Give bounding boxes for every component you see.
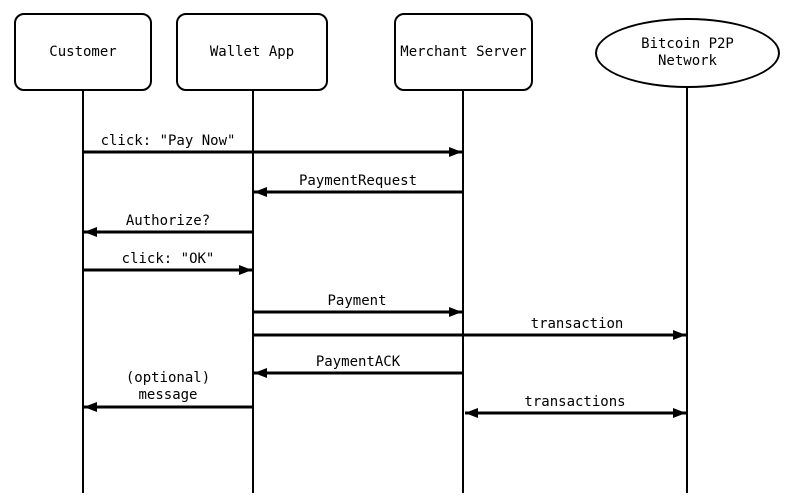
actor-bitcoin-network-label: Bitcoin P2P Network bbox=[641, 36, 734, 69]
actor-merchant-server: Merchant Server bbox=[394, 13, 533, 91]
actor-merchant-server-label: Merchant Server bbox=[400, 43, 527, 60]
message-label-transaction: transaction bbox=[530, 316, 624, 332]
actor-customer-label: Customer bbox=[49, 43, 117, 60]
message-label-transactions: transactions bbox=[524, 394, 626, 410]
actor-wallet-app-label: Wallet App bbox=[209, 43, 295, 60]
actor-customer: Customer bbox=[14, 13, 152, 91]
message-label-payment-request: PaymentRequest bbox=[298, 173, 418, 189]
actor-bitcoin-network: Bitcoin P2P Network bbox=[595, 18, 780, 88]
message-label-click-pay-now: click: "Pay Now" bbox=[100, 133, 236, 149]
message-label-optional-message: (optional) message bbox=[125, 370, 211, 403]
message-label-click-ok: click: "OK" bbox=[121, 251, 215, 267]
actor-wallet-app: Wallet App bbox=[176, 13, 328, 91]
message-label-payment: Payment bbox=[327, 293, 387, 309]
message-label-authorize: Authorize? bbox=[125, 213, 211, 229]
message-label-payment-ack: PaymentACK bbox=[315, 354, 401, 370]
